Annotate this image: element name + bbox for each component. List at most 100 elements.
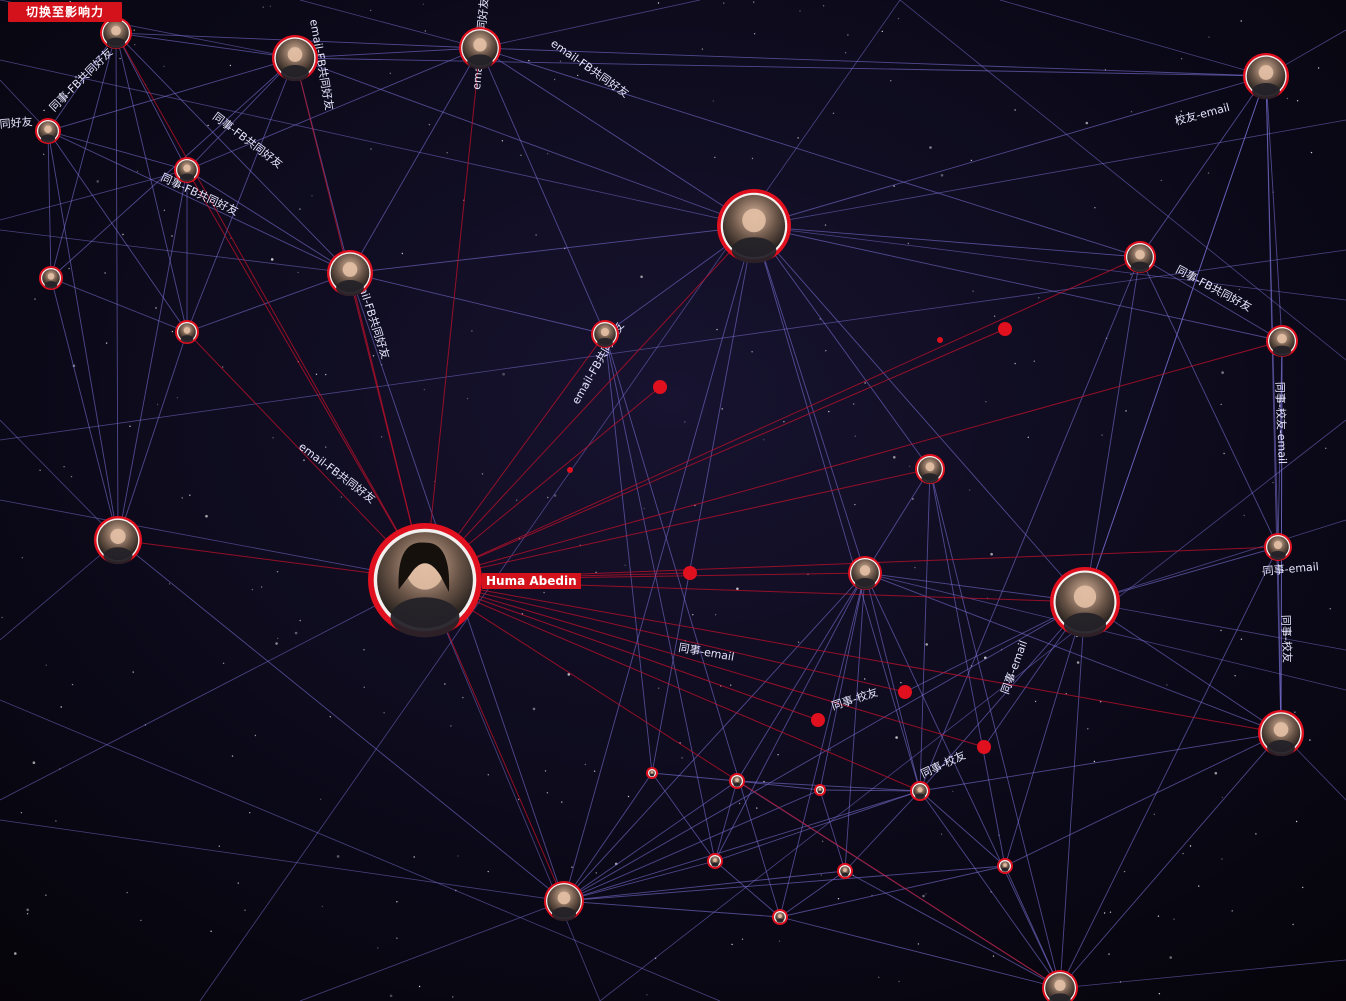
star <box>1 616 3 619</box>
person-node[interactable] <box>1042 970 1078 1001</box>
graph-edge <box>0 819 565 902</box>
person-node[interactable] <box>1258 710 1304 757</box>
person-node[interactable] <box>814 784 826 796</box>
person-node[interactable] <box>910 781 930 801</box>
person-node[interactable] <box>646 767 658 779</box>
person-node[interactable] <box>459 27 501 70</box>
star <box>389 994 393 998</box>
person-node[interactable] <box>848 556 882 590</box>
graph-edge <box>779 916 1061 989</box>
star <box>753 1 755 3</box>
graph-edge <box>651 772 716 862</box>
person-node[interactable] <box>1050 567 1120 638</box>
person-node[interactable] <box>717 189 791 264</box>
junction-node[interactable] <box>937 337 943 343</box>
person-node[interactable] <box>39 266 63 290</box>
avatar-face <box>1054 979 1066 991</box>
person-node[interactable] <box>997 858 1013 874</box>
graph-edge <box>0 579 426 801</box>
person-node[interactable] <box>94 516 142 565</box>
graph-edge <box>919 256 1141 792</box>
star <box>864 678 866 680</box>
person-node[interactable] <box>1266 325 1298 357</box>
person-node[interactable] <box>272 35 318 82</box>
graph-edge <box>864 572 1346 691</box>
star <box>156 403 159 406</box>
star <box>714 614 717 616</box>
star <box>881 30 883 33</box>
star <box>777 754 779 756</box>
star <box>1303 565 1305 567</box>
star <box>171 330 174 333</box>
star <box>32 761 36 764</box>
star <box>462 696 464 699</box>
edge-label: 同事-email <box>1262 560 1319 578</box>
star <box>254 734 257 737</box>
star <box>1220 403 1222 406</box>
person-node[interactable] <box>327 250 373 297</box>
star <box>237 882 239 884</box>
person-node[interactable] <box>100 17 132 49</box>
junction-node[interactable] <box>898 685 912 699</box>
person-node[interactable] <box>1124 241 1156 273</box>
person-node[interactable] <box>35 118 61 144</box>
person-node[interactable] <box>1243 53 1289 100</box>
avatar-face <box>818 788 822 791</box>
graph-edge <box>479 47 1141 258</box>
star <box>1302 886 1304 889</box>
person-node[interactable] <box>915 454 945 484</box>
graph-edge <box>563 780 738 902</box>
junction-node[interactable] <box>998 322 1012 336</box>
graph-edge <box>651 225 755 774</box>
person-node[interactable] <box>729 773 745 789</box>
person-node[interactable] <box>544 881 584 922</box>
star <box>657 2 660 4</box>
toggle-influence-button[interactable]: 切换至影响力 <box>8 2 122 22</box>
star <box>990 552 993 556</box>
avatar-face <box>110 528 126 545</box>
junction-node[interactable] <box>567 467 573 473</box>
star <box>832 112 835 115</box>
star <box>372 355 375 357</box>
junction-node[interactable] <box>683 566 697 580</box>
star <box>294 631 298 635</box>
graph-edge <box>1004 865 1061 989</box>
avatar-face <box>183 164 191 172</box>
person-node-main[interactable] <box>368 523 482 638</box>
avatar-shoulders <box>179 173 195 182</box>
junction-node[interactable] <box>653 380 667 394</box>
graph-edge <box>186 47 481 171</box>
graph-edge <box>604 333 653 774</box>
star <box>222 366 224 368</box>
avatar-shoulders <box>44 281 58 289</box>
node-layer <box>35 17 1304 1001</box>
graph-edge <box>1084 256 1141 603</box>
junction-node[interactable] <box>977 740 991 754</box>
junction-node[interactable] <box>811 713 825 727</box>
avatar-shoulders <box>711 862 719 867</box>
avatar-face <box>287 47 303 62</box>
star <box>20 812 23 814</box>
star <box>471 330 473 332</box>
person-node[interactable] <box>837 863 853 879</box>
star <box>992 955 995 957</box>
person-node[interactable] <box>591 320 619 348</box>
person-node[interactable] <box>175 320 199 344</box>
person-node[interactable] <box>174 157 200 183</box>
star <box>577 74 579 77</box>
node-dot <box>998 322 1012 336</box>
star <box>646 994 648 996</box>
star <box>270 258 274 261</box>
star <box>450 725 452 727</box>
avatar-shoulders <box>855 577 875 590</box>
person-node[interactable] <box>707 853 723 869</box>
person-node[interactable] <box>772 909 788 925</box>
star <box>1234 675 1236 677</box>
graph-edge <box>117 169 188 541</box>
highlighted-edge <box>424 579 985 748</box>
graph-edge <box>186 57 296 171</box>
graph-edge <box>1084 601 1282 734</box>
person-node[interactable] <box>1264 533 1292 561</box>
graph-edge <box>714 572 866 862</box>
